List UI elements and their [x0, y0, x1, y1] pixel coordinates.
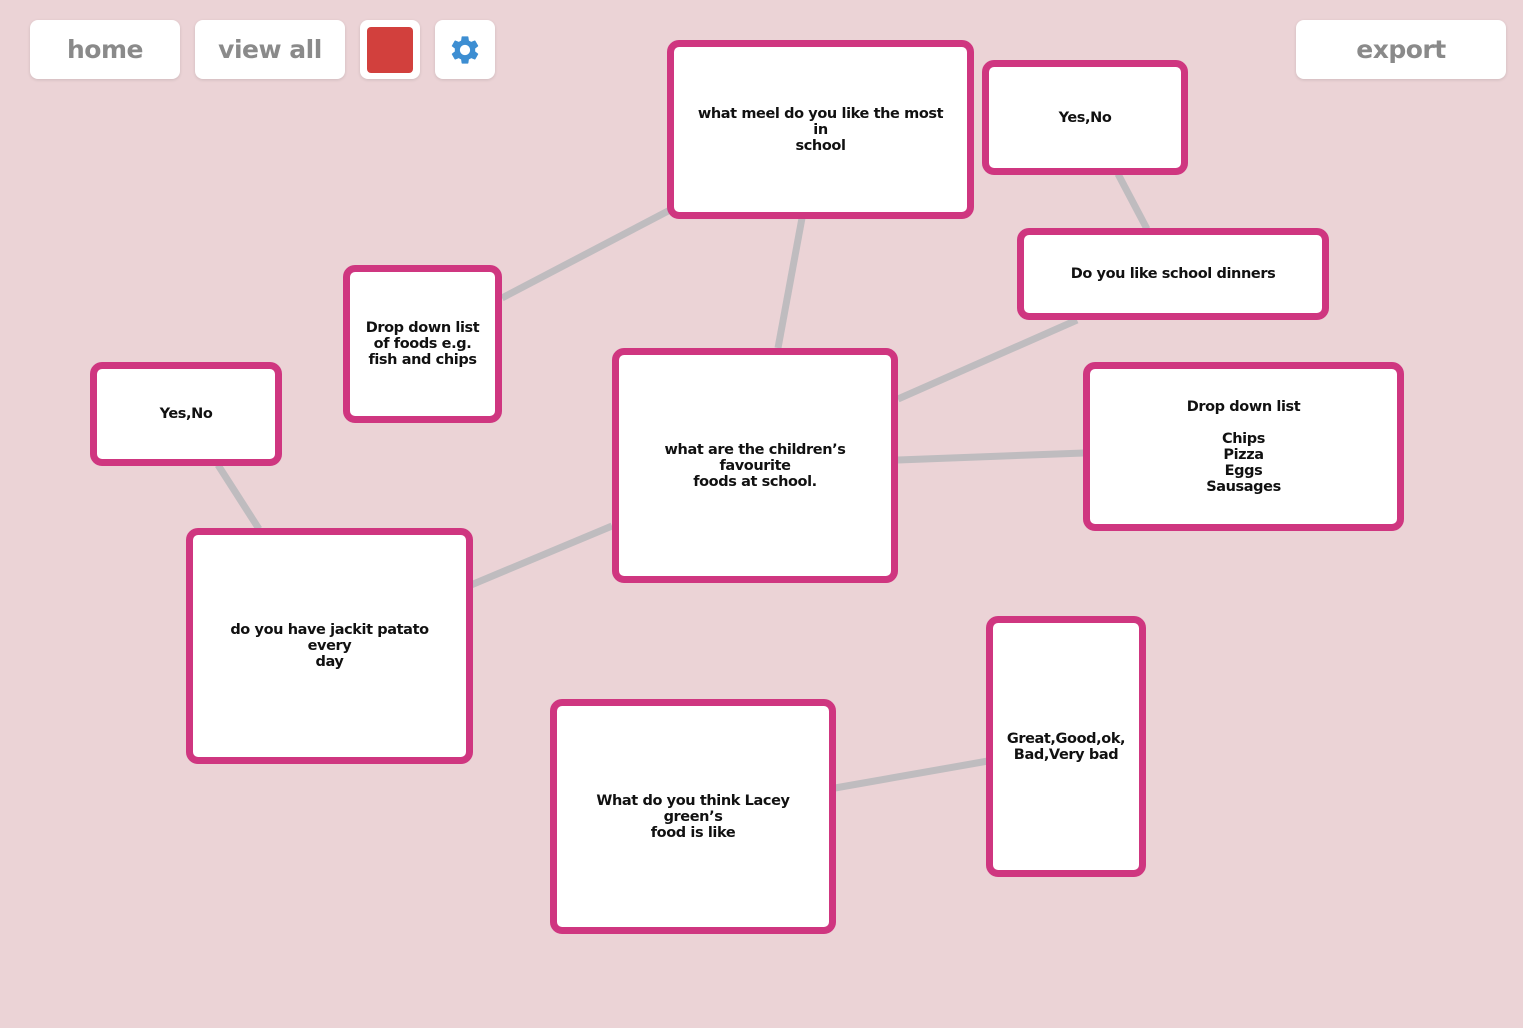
node-text-line: day — [315, 654, 344, 670]
link-yes-no-top-school-dinners — [1114, 172, 1151, 231]
node-text-line: foods at school. — [693, 473, 817, 490]
home-button[interactable]: home — [30, 20, 180, 79]
link-center-meal-most — [774, 217, 806, 349]
node-text-line: Bad,Very bad — [1013, 746, 1119, 763]
link-school-dinners-center — [896, 316, 1079, 403]
link-meal-most-dropdown-fish — [500, 206, 672, 302]
node-text-line: Drop down list — [365, 320, 480, 336]
node-text-line: Pizza — [1223, 446, 1264, 463]
node-text-line: Yes,No — [159, 406, 213, 422]
node-text-line: what meel do you like the most in — [697, 105, 944, 138]
gear-icon — [451, 35, 479, 64]
node-dropdown-fish[interactable]: Drop down list of foods e.g. fish and ch… — [343, 265, 502, 423]
view-all-button[interactable]: view all — [195, 20, 345, 79]
node-text-line: Do you like school dinners — [1070, 266, 1276, 282]
node-center-question[interactable]: what are the children’s favourite foods … — [612, 348, 898, 583]
node-dropdown-list[interactable]: Drop down list Chips Pizza Eggs Sausages — [1083, 362, 1404, 531]
settings-button[interactable] — [435, 20, 495, 79]
link-center-jacket-potato — [469, 522, 614, 589]
node-text-line: Chips — [1222, 430, 1265, 447]
node-text-line: what are the children’s favourite — [664, 441, 846, 474]
home-button-label: home — [67, 35, 143, 64]
node-text-line: fish and chips — [368, 352, 477, 368]
node-text-line: Eggs — [1224, 462, 1263, 479]
node-text-line: Sausages — [1206, 478, 1281, 495]
node-lacey-green[interactable]: What do you think Lacey green’s food is … — [550, 699, 836, 934]
node-yes-no-left[interactable]: Yes,No — [90, 362, 282, 466]
node-text-line: Great,Good,ok, — [1006, 730, 1126, 747]
node-text-line: food is like — [650, 824, 736, 841]
node-text-line: school — [795, 137, 846, 154]
link-yes-no-left-jacket-potato — [215, 463, 262, 531]
link-center-dropdown-list — [897, 449, 1085, 464]
node-text-line: Drop down list — [1186, 398, 1301, 415]
link-lacey-green-rating — [834, 757, 989, 792]
export-button[interactable]: export — [1296, 20, 1506, 79]
view-all-button-label: view all — [218, 35, 322, 64]
color-picker-button[interactable] — [360, 20, 420, 79]
node-yes-no-top[interactable]: Yes,No — [982, 60, 1188, 175]
node-text-line: What do you think Lacey green’s — [596, 792, 790, 825]
color-swatch — [367, 26, 413, 73]
node-jacket-potato[interactable]: do you have jackit patato every day — [186, 528, 473, 764]
node-text-line: of foods e.g. — [373, 336, 472, 352]
export-button-label: export — [1356, 35, 1446, 64]
node-text-line: do you have jackit patato every — [230, 622, 429, 654]
node-text-line: Yes,No — [1058, 109, 1112, 126]
node-rating[interactable]: Great,Good,ok, Bad,Very bad — [986, 616, 1146, 877]
node-school-dinners[interactable]: Do you like school dinners — [1017, 228, 1329, 320]
node-meal-most[interactable]: what meel do you like the most in school — [667, 40, 974, 219]
